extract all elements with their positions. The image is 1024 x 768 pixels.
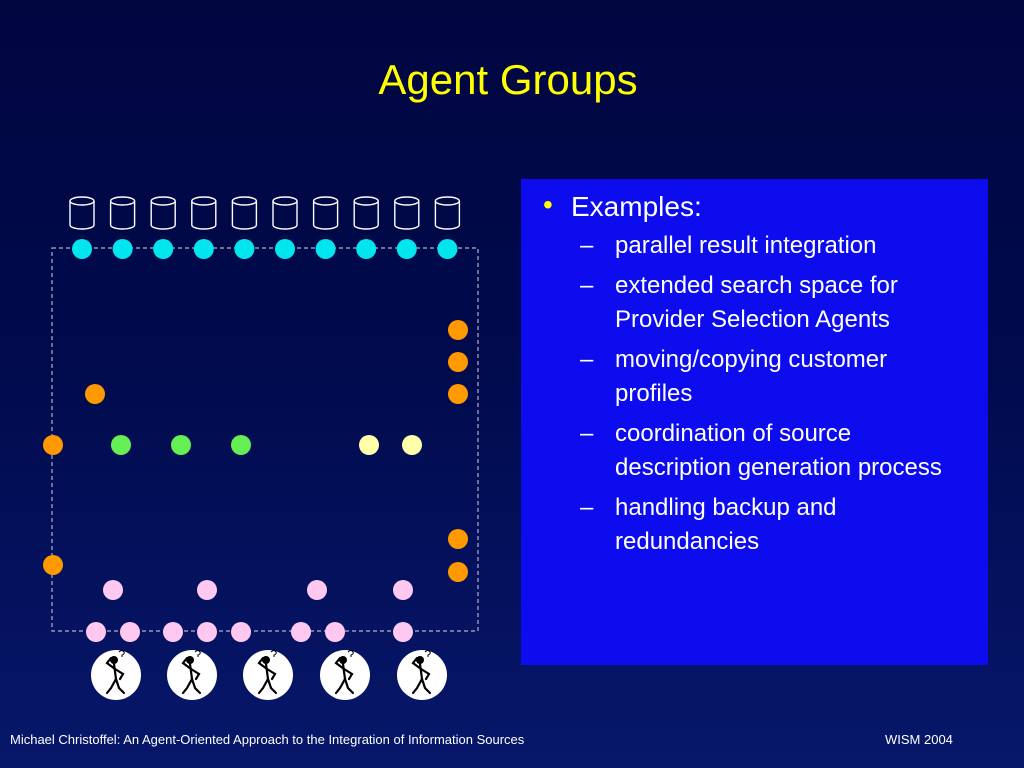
pink-agent-dot (393, 622, 413, 642)
database-icon (69, 196, 95, 230)
green-agent-dot (171, 435, 191, 455)
bullet-examples: • Examples: (535, 189, 970, 225)
user-thinking-icon (167, 650, 217, 700)
database-icon (272, 196, 298, 230)
pink-agent-dot (325, 622, 345, 642)
pink-agent-dot (197, 622, 217, 642)
database-icon (231, 196, 258, 230)
green-agent-dot (231, 435, 251, 455)
orange-agent-dot (43, 555, 63, 575)
database-icon (191, 196, 217, 230)
bullet-dot-icon: • (543, 189, 553, 220)
pink-agent-dot (120, 622, 140, 642)
source-agent-dot (153, 239, 174, 259)
examples-box: • Examples: –parallel result integration… (521, 179, 988, 665)
pink-agent-dot (231, 622, 251, 642)
agent-group-boundary (51, 247, 479, 632)
pink-agent-dot (163, 622, 183, 642)
source-agent-dot (72, 239, 92, 259)
source-agent-dot (193, 239, 214, 259)
database-icon (434, 196, 461, 230)
pink-agent-dot (86, 622, 106, 642)
yellow-agent-dot (359, 435, 379, 455)
example-text: coordination of source description gener… (615, 420, 942, 481)
yellow-agent-dot (402, 435, 422, 455)
slide-title: Agent Groups (378, 56, 638, 103)
dash-icon: – (580, 420, 594, 447)
database-row (69, 196, 461, 230)
bullet-text: Examples: (571, 191, 702, 222)
database-icon (353, 196, 379, 230)
source-agent-dot (112, 239, 133, 259)
dash-icon: – (580, 346, 594, 373)
source-agent-dot (315, 239, 336, 259)
user-thinking-icon (91, 650, 141, 700)
pink-agent-dot (197, 580, 217, 600)
orange-agent-dot (448, 352, 468, 372)
example-text: parallel result integration (615, 232, 877, 259)
source-agent-dot (437, 239, 458, 259)
example-list: –parallel result integration –extended s… (535, 229, 970, 559)
orange-agent-dot (85, 384, 105, 404)
user-thinking-icon (397, 650, 447, 700)
example-text: extended search space for Provider Selec… (615, 272, 898, 333)
pink-agent-dot (393, 580, 413, 600)
source-agent-dot (275, 239, 295, 259)
orange-agent-dot (448, 320, 468, 340)
agent-layer (43, 239, 468, 642)
orange-agent-dot (448, 562, 468, 582)
user-thinking-icon (320, 650, 370, 700)
example-item: –handling backup and redundancies (535, 491, 970, 559)
pink-agent-dot (307, 580, 327, 600)
user-row (91, 650, 447, 700)
orange-agent-dot (448, 384, 468, 404)
orange-agent-dot (448, 529, 468, 549)
database-icon (150, 196, 176, 230)
footer-author: Michael Christoffel: An Agent-Oriented A… (10, 732, 525, 747)
example-text: handling backup and redundancies (615, 494, 837, 555)
database-icon (312, 196, 339, 230)
example-item: –parallel result integration (535, 229, 970, 263)
footer-event: WISM 2004 (885, 732, 953, 747)
example-item: –coordination of source description gene… (535, 417, 970, 485)
green-agent-dot (111, 435, 131, 455)
user-thinking-icon (243, 650, 293, 700)
source-agent-dot (234, 239, 255, 259)
pink-agent-dot (103, 580, 123, 600)
orange-agent-dot (43, 435, 63, 455)
database-icon (394, 196, 420, 230)
example-text: moving/copying customer profiles (615, 346, 888, 407)
example-item: –moving/copying customer profiles (535, 343, 970, 411)
source-agent-dot (396, 239, 417, 259)
pink-agent-dot (291, 622, 311, 642)
dash-icon: – (580, 494, 594, 521)
dash-icon: – (580, 232, 594, 259)
dash-icon: – (580, 272, 594, 299)
source-agent-dot (356, 239, 377, 259)
example-item: –extended search space for Provider Sele… (535, 269, 970, 337)
database-icon (109, 196, 136, 230)
